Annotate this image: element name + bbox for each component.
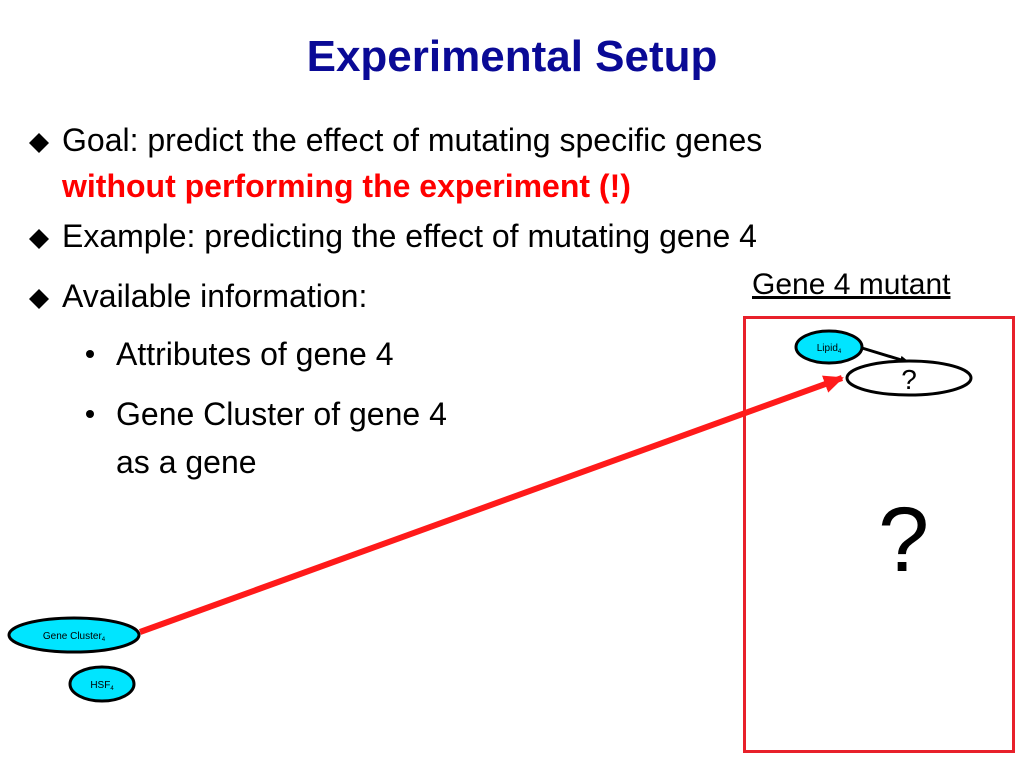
lipid-node-label: Lipid [817, 343, 838, 354]
svg-text:HSF4: HSF4 [90, 680, 114, 692]
cluster-text-line2: as a gene [116, 444, 257, 480]
gene4-mutant-box [743, 316, 1015, 753]
dot-bullet-icon [86, 410, 94, 418]
hsf-node-subscript: 4 [110, 686, 114, 692]
cluster-to-unknown-arrow [138, 375, 844, 635]
unknown-node-label: ? [901, 364, 917, 395]
goal-emphasis-text: without performing the experiment (!) [62, 168, 631, 204]
lipid-node-subscript: 4 [838, 349, 842, 355]
gene4-mutant-label: Gene 4 mutant [752, 268, 951, 301]
diamond-bullet-icon [29, 133, 49, 153]
gene-cluster-node-subscript: 4 [102, 637, 106, 643]
available-text: Available information: [62, 278, 368, 314]
hsf-node: HSF4 [68, 665, 136, 703]
example-text: Example: predicting the effect of mutati… [62, 218, 757, 254]
unknown-node: ? [845, 359, 973, 397]
dot-bullet-icon [86, 350, 94, 358]
cluster-text-line1: Gene Cluster of gene 4 [116, 396, 447, 432]
goal-text: Goal: predict the effect of mutating spe… [62, 122, 763, 158]
gene-cluster-node-label: Gene Cluster [43, 631, 103, 642]
diamond-bullet-icon [29, 229, 49, 249]
hsf-node-label: HSF [90, 680, 110, 691]
attributes-text: Attributes of gene 4 [116, 336, 394, 372]
svg-text:Lipid4: Lipid4 [817, 343, 842, 355]
big-question-mark: ? [878, 489, 930, 591]
lipid-node: Lipid4 [794, 329, 864, 365]
diamond-bullet-icon [29, 289, 49, 309]
svg-text:Gene Cluster4: Gene Cluster4 [43, 631, 106, 643]
gene-cluster-node: Gene Cluster4 [7, 616, 141, 654]
page-title: Experimental Setup [306, 32, 718, 81]
